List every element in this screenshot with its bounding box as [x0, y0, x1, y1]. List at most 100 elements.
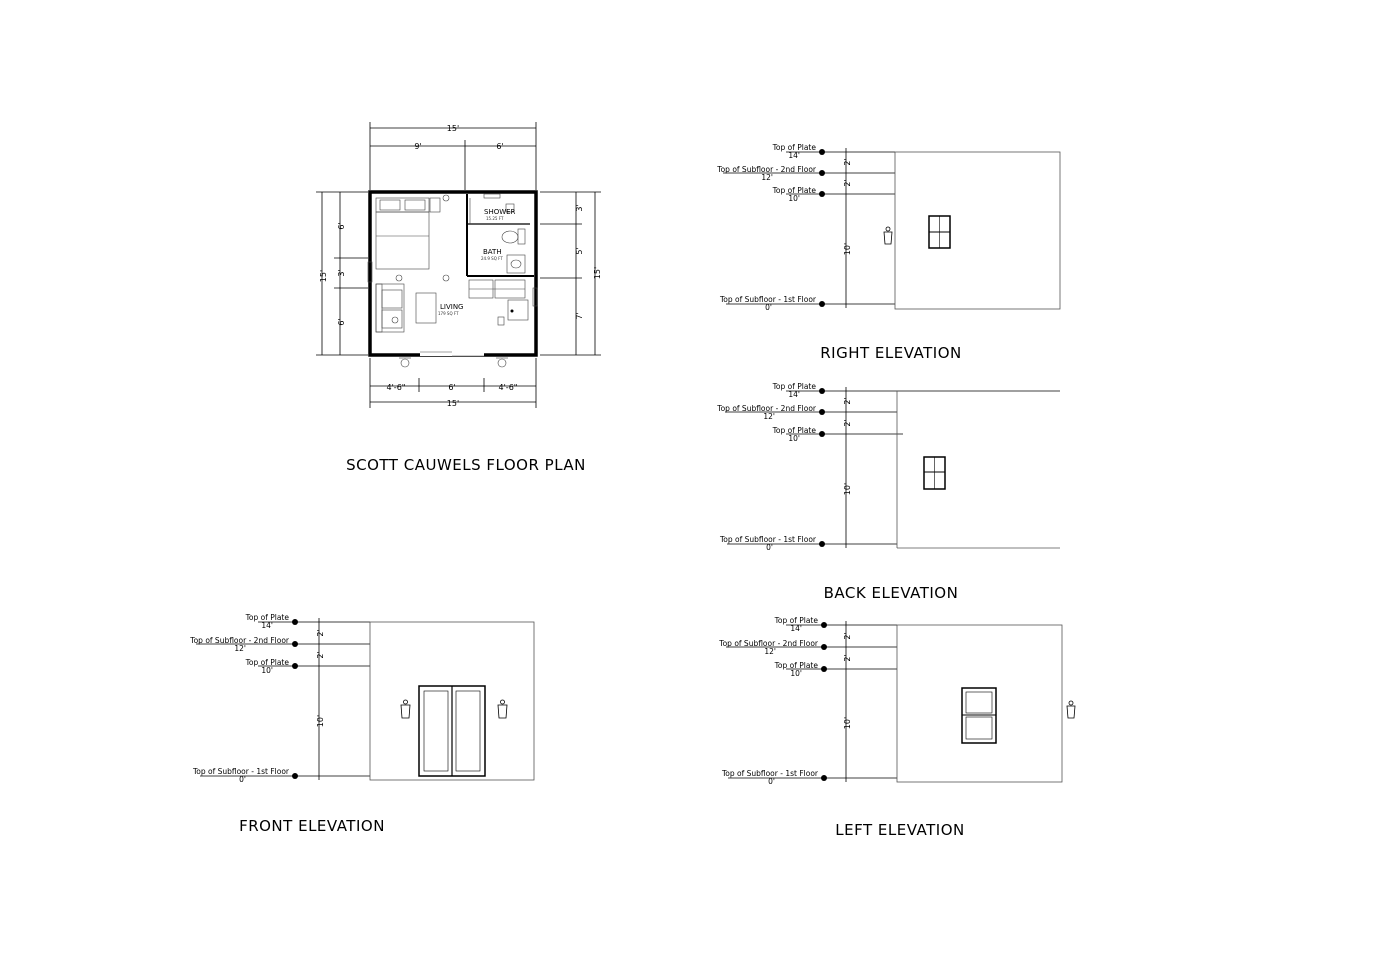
floor-plan: 15' 9' 6' 15' 6' 3' 6' 3' 5' 7: [316, 122, 602, 474]
floor-plan-top-dimensions: 15' 9' 6': [369, 122, 537, 190]
level-value-0: 0': [765, 303, 772, 312]
lamp: [391, 316, 399, 324]
dim-2: 2': [843, 158, 852, 165]
level-subfloor-2nd: Top of Subfloor - 2nd Floor: [716, 165, 817, 174]
interior-walls: [466, 194, 534, 277]
level-value-10: 10': [790, 669, 802, 678]
floor-plan-bottom-dimensions: 4'-6" 6' 4'-6" 15': [369, 358, 537, 408]
level-lines: [726, 621, 897, 782]
wall-outline: [896, 624, 1063, 783]
level-value-14: 14': [788, 151, 800, 160]
exterior-walls: [368, 190, 538, 357]
right-elevation-title: RIGHT ELEVATION: [820, 344, 962, 362]
dim-left-total: 15': [319, 270, 328, 282]
level-markers: [819, 149, 825, 307]
sliding-glass-door: [418, 685, 486, 777]
level-value-0: 0': [766, 543, 773, 552]
window: [928, 215, 951, 249]
dim-right-c: 7': [575, 312, 584, 319]
sliding-door: [420, 351, 484, 357]
level-subfloor-1st: Top of Subfloor - 1st Floor: [721, 769, 819, 778]
front-elevation-title: FRONT ELEVATION: [239, 817, 385, 835]
dim-2: 2': [843, 397, 852, 404]
level-value-12: 12': [234, 644, 246, 653]
level-top-of-plate: Top of Plate: [774, 661, 819, 670]
level-subfloor-1st: Top of Subfloor - 1st Floor: [719, 295, 817, 304]
level-subfloor-2nd: Top of Subfloor - 2nd Floor: [716, 404, 817, 413]
dim-top-left: 9': [414, 142, 421, 151]
level-top-of-plate: Top of Plate: [774, 616, 819, 625]
dim-2: 2': [316, 651, 325, 658]
right-elevation: Top of Plate 14' Top of Subfloor - 2nd F…: [716, 143, 1061, 362]
exterior-light: [496, 357, 508, 368]
level-top-of-plate: Top of Plate: [245, 613, 290, 622]
level-value-0: 0': [768, 777, 775, 786]
dim-2: 2': [843, 654, 852, 661]
dim-right-total: 15': [593, 267, 602, 279]
window: [961, 687, 997, 744]
dim-2: 2': [843, 632, 852, 639]
dim-2: 2': [316, 629, 325, 636]
left-elevation-title: LEFT ELEVATION: [835, 821, 964, 839]
dim-10: 10': [843, 243, 852, 255]
level-lines: [196, 618, 370, 780]
dim-10: 10': [843, 717, 852, 729]
floor-plan-right-dimensions: 3' 5' 7' 15': [540, 191, 602, 356]
dim-2: 2': [843, 179, 852, 186]
room-area-shower: 15.25 FT: [486, 216, 504, 221]
window: [367, 261, 373, 283]
wall-lantern-icon: [497, 699, 508, 719]
dim-overall-bottom: 15': [447, 399, 459, 408]
back-elevation: Top of Plate 14' Top of Subfloor - 2nd F…: [716, 382, 1060, 602]
coffee-table: [415, 292, 437, 324]
dim-left-c: 6': [337, 318, 346, 325]
level-value-14: 14': [790, 624, 802, 633]
level-subfloor-2nd: Top of Subfloor - 2nd Floor: [189, 636, 290, 645]
wall-lantern-icon: [400, 699, 411, 719]
level-lines: [723, 148, 895, 308]
wall-outline: [894, 151, 1061, 310]
nightstand: [429, 197, 441, 213]
level-lines: [725, 387, 1060, 549]
level-top-of-plate: Top of Plate: [772, 143, 817, 152]
back-elevation-title: BACK ELEVATION: [824, 584, 959, 602]
level-value-10: 10': [261, 666, 273, 675]
bed: [375, 197, 430, 270]
dim-right-a: 3': [575, 204, 584, 211]
level-markers: [292, 619, 298, 779]
room-area-living: 179 SQ FT: [438, 311, 459, 316]
dim-right-b: 5': [575, 247, 584, 254]
wall-lantern-icon: [883, 226, 893, 245]
level-subfloor-1st: Top of Subfloor - 1st Floor: [192, 767, 290, 776]
level-top-of-plate: Top of Plate: [245, 658, 290, 667]
sofa: [375, 283, 405, 333]
level-value-14: 14': [788, 390, 800, 399]
level-value-10: 10': [788, 194, 800, 203]
dim-bottom-a: 4'-6": [387, 383, 406, 392]
window: [532, 287, 538, 307]
level-top-of-plate: Top of Plate: [772, 382, 817, 391]
level-markers: [819, 388, 825, 547]
floor-plan-title: SCOTT CAUWELS FLOOR PLAN: [346, 456, 586, 474]
dim-overall-top: 15': [447, 124, 459, 133]
dim-bottom-c: 4'-6": [499, 383, 518, 392]
dim-left-b: 3': [337, 269, 346, 276]
dim-2: 2': [843, 419, 852, 426]
dim-bottom-b: 6': [448, 383, 455, 392]
bath-sink: [506, 254, 526, 274]
level-value-14: 14': [261, 621, 273, 630]
level-top-of-plate: Top of Plate: [772, 186, 817, 195]
level-value-0: 0': [239, 775, 246, 784]
room-label-living: LIVING: [440, 303, 463, 311]
room-label-bath: BATH: [483, 248, 502, 256]
left-elevation: Top of Plate 14' Top of Subfloor - 2nd F…: [718, 616, 1076, 839]
level-markers: [821, 622, 827, 781]
level-top-of-plate: Top of Plate: [772, 426, 817, 435]
wall-lantern-icon: [1066, 700, 1076, 719]
level-value-10: 10': [788, 434, 800, 443]
level-value-12: 12': [763, 412, 775, 421]
shower: SHOWER 15.25 FT: [483, 193, 516, 221]
room-area-bath: 24.9 SQ FT: [481, 256, 503, 261]
dim-top-right: 6': [496, 142, 503, 151]
